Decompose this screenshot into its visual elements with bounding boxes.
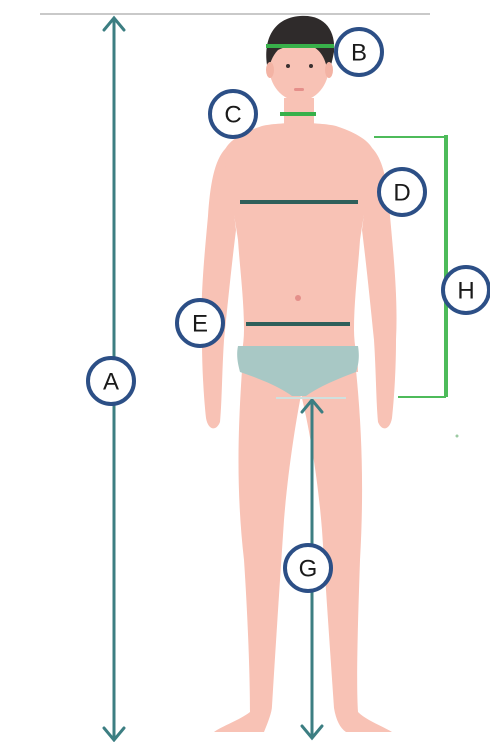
marker-e: E <box>177 300 223 346</box>
marker-g-label: G <box>299 556 318 583</box>
right-eye <box>309 64 313 68</box>
marker-c-label: C <box>224 102 241 129</box>
marker-b-label: B <box>351 40 367 67</box>
left-eye <box>286 64 290 68</box>
mouth <box>294 88 304 91</box>
right-ear <box>325 62 333 78</box>
left-leg <box>214 370 302 732</box>
marker-e-label: E <box>192 311 208 338</box>
marker-d-label: D <box>393 180 410 207</box>
marker-a: A <box>88 358 134 404</box>
marker-h-label: H <box>457 278 474 305</box>
stray-dot <box>456 435 459 438</box>
marker-d: D <box>379 169 425 215</box>
marker-h: H <box>443 267 489 313</box>
marker-b: B <box>336 29 382 75</box>
marker-c: C <box>210 91 256 137</box>
left-ear <box>266 62 274 78</box>
marker-a-label: A <box>103 369 119 396</box>
torso <box>224 123 374 372</box>
marker-g: G <box>285 545 331 591</box>
navel <box>295 295 301 301</box>
